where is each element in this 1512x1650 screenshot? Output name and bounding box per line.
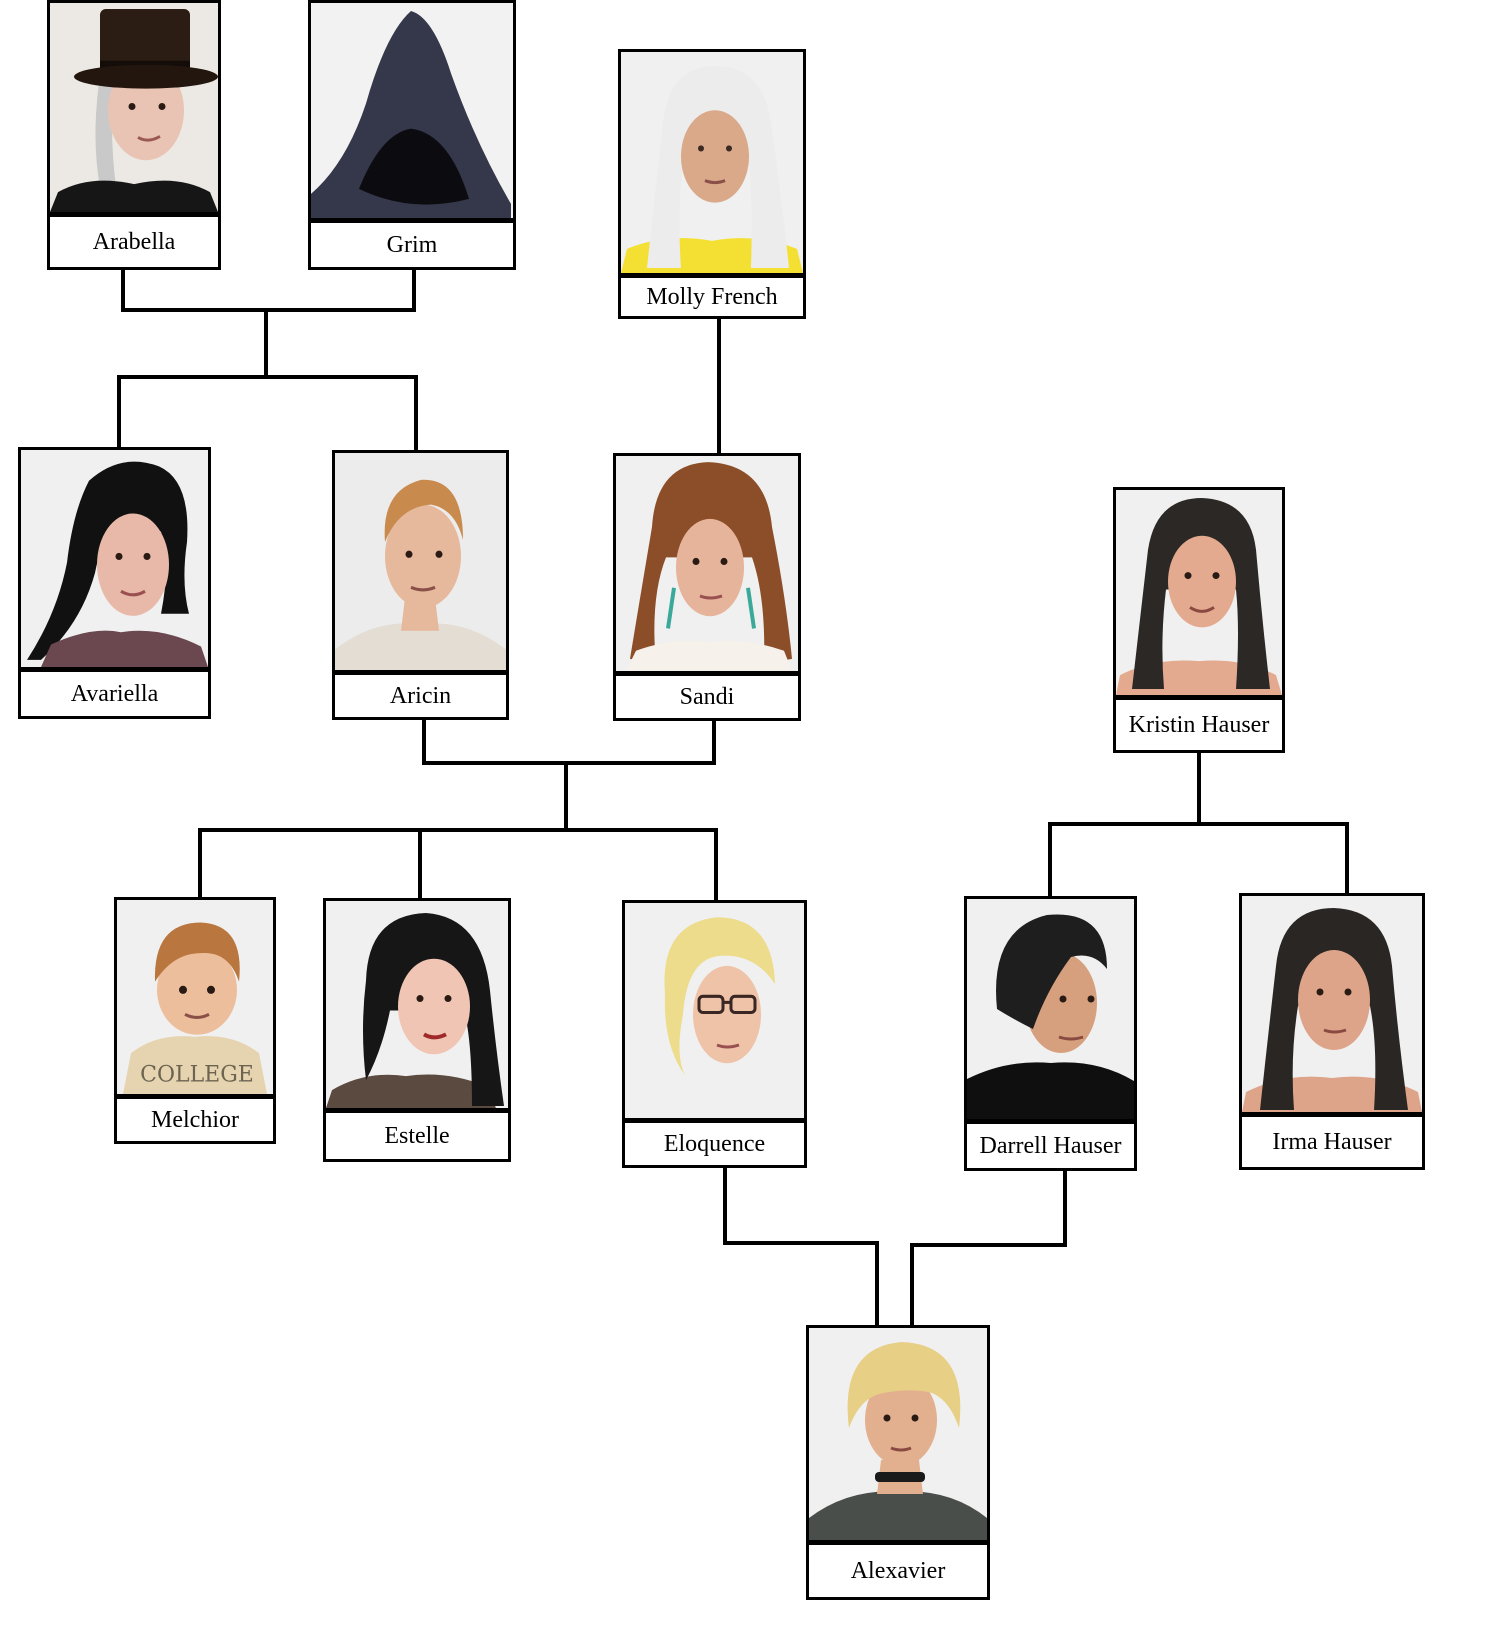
portrait-image	[621, 52, 803, 273]
person-card-avariella[interactable]: Avariella	[18, 447, 211, 719]
portrait-darrell-hauser	[967, 899, 1134, 1119]
person-name: Molly French	[646, 283, 778, 310]
portrait-eloquence	[625, 903, 804, 1118]
person-card-darrell-hauser[interactable]: Darrell Hauser	[964, 896, 1137, 1171]
hair-shape	[1132, 497, 1270, 690]
person-card-eloquence[interactable]: Eloquence	[622, 900, 807, 1168]
portrait-alexavier	[809, 1328, 987, 1540]
person-card-irma-hauser[interactable]: Irma Hauser	[1239, 893, 1425, 1170]
portrait-melchior: COLLEGE	[117, 900, 273, 1094]
person-card-arabella[interactable]: Arabella	[47, 0, 221, 270]
person-name: Eloquence	[663, 1130, 766, 1157]
hair-shape	[996, 914, 1107, 1029]
face-shape	[1298, 950, 1370, 1050]
portrait-image	[1242, 896, 1422, 1112]
person-name: Sandi	[679, 683, 735, 710]
face-shape	[693, 965, 761, 1064]
person-name: Alexavier	[850, 1557, 946, 1584]
top-hat-icon	[74, 8, 218, 89]
shirt-shape	[123, 1036, 267, 1094]
face-shape	[157, 944, 237, 1035]
person-card-alexavier[interactable]: Alexavier	[806, 1325, 990, 1600]
person-card-molly-french[interactable]: Molly French	[618, 49, 806, 319]
person-name: Darrell Hauser	[979, 1132, 1122, 1159]
hair-shape	[630, 462, 792, 664]
hooded-figure-icon	[311, 11, 511, 218]
face-shape	[97, 513, 169, 616]
person-card-sandi[interactable]: Sandi	[613, 453, 801, 721]
hair-shape	[647, 66, 789, 268]
hair-shape	[664, 917, 775, 1076]
portrait-image	[809, 1328, 987, 1540]
person-name: Irma Hauser	[1272, 1128, 1392, 1155]
portrait-estelle	[326, 901, 508, 1108]
shirt-shape	[41, 630, 208, 667]
person-card-aricin[interactable]: Aricin	[332, 450, 509, 720]
face-shape	[385, 504, 461, 608]
portrait-image	[1116, 490, 1282, 695]
shirt-shape	[967, 1062, 1134, 1119]
person-card-kristin-hauser[interactable]: Kristin Hauser	[1113, 487, 1285, 753]
portrait-image	[311, 3, 513, 218]
portrait-image	[50, 3, 218, 212]
portrait-aricin	[335, 453, 506, 670]
face-shape	[398, 958, 470, 1055]
person-card-estelle[interactable]: Estelle	[323, 898, 511, 1162]
person-name: Avariella	[70, 680, 159, 707]
person-card-melchior[interactable]: COLLEGE Melchior	[114, 897, 276, 1144]
portrait-arabella	[50, 3, 218, 212]
hair-shape	[1260, 908, 1408, 1110]
portrait-grim	[311, 3, 513, 218]
person-name: Aricin	[389, 682, 452, 709]
glasses-icon	[697, 994, 757, 1015]
portrait-irma-hauser	[1242, 896, 1422, 1112]
portrait-sandi	[616, 456, 798, 671]
person-name: Grim	[386, 231, 438, 258]
shirt-shape	[335, 623, 506, 670]
portrait-image	[326, 901, 508, 1108]
face-shape	[676, 518, 744, 617]
portrait-image	[967, 899, 1134, 1119]
portrait-kristin-hauser	[1116, 490, 1282, 695]
person-card-grim[interactable]: Grim	[308, 0, 516, 270]
shirt-shape	[50, 180, 218, 212]
hair-shape	[154, 922, 240, 982]
shirt-shape	[626, 640, 792, 671]
portrait-image: COLLEGE	[117, 900, 273, 1094]
hair-shape	[384, 479, 463, 542]
portrait-image	[616, 456, 798, 671]
shirt-shape	[625, 1082, 804, 1118]
person-name: Melchior	[151, 1106, 239, 1133]
shirt-shape	[809, 1491, 987, 1540]
face-shape	[681, 110, 749, 203]
person-name: Arabella	[92, 228, 176, 255]
hair-shape	[847, 1342, 961, 1428]
choker	[875, 1472, 925, 1482]
shirt-shape	[326, 1074, 496, 1108]
portrait-image	[335, 453, 506, 670]
portrait-molly-french	[621, 52, 803, 273]
shirt-text: COLLEGE	[140, 1062, 254, 1088]
person-name: Estelle	[384, 1122, 450, 1149]
portrait-image	[21, 450, 208, 667]
portrait-image	[625, 903, 804, 1118]
hair-shape	[27, 461, 189, 660]
hood-shape	[311, 11, 511, 218]
face-shape	[1168, 535, 1236, 628]
face-shape	[865, 1374, 937, 1466]
portrait-avariella	[21, 450, 208, 667]
person-name: Kristin Hauser	[1128, 711, 1270, 738]
